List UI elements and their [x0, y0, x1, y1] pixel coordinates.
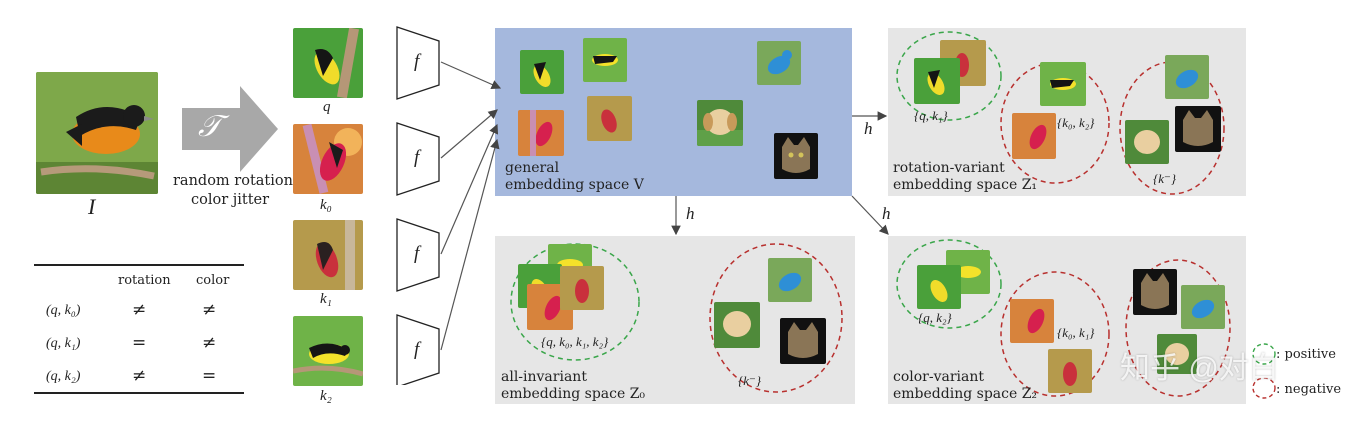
table-header-color: color	[196, 273, 230, 288]
col-group-positive: {q, k₂}	[918, 310, 952, 325]
inv-thumb-bluebird	[768, 258, 812, 302]
inv-thumb-dog	[714, 302, 760, 348]
embedding-thumb-k1	[587, 96, 632, 141]
rot-thumb-bluebird	[1165, 55, 1209, 99]
rot-group-positive: {q, k₁}	[914, 108, 948, 123]
table-cell: ≠	[202, 333, 217, 353]
embedding-thumb-cat	[774, 133, 818, 179]
table-cell: =	[202, 366, 217, 386]
projection-label-rotation: h	[864, 119, 873, 138]
embedding-thumb-k0	[518, 110, 564, 156]
rotation-space-title-2: embedding space Z₁	[893, 177, 1038, 193]
rotation-space-title-1: rotation-variant	[893, 160, 1005, 176]
view-label-q: q	[323, 99, 331, 115]
rotation-space-rings	[896, 31, 1225, 195]
encoder-label-k1: f	[414, 243, 420, 264]
col-group-k01: {k₀, k₁}	[1057, 325, 1095, 340]
projection-label-invariant: h	[686, 204, 695, 223]
view-label-k0: k₀	[320, 197, 332, 213]
input-bird-image	[36, 72, 158, 194]
table-row-pair: (q, k₁)	[46, 336, 81, 351]
input-image-label: I	[88, 194, 96, 219]
table-row-pair: (q, k₀)	[46, 303, 81, 318]
encoder-label-k0: f	[414, 147, 420, 168]
watermark: 知乎 @对白	[1120, 352, 1279, 385]
invariant-space-title-1: all-invariant	[501, 369, 587, 385]
embedding-thumb-dog	[697, 100, 743, 146]
legend-positive: : positive	[1276, 347, 1336, 362]
rot-thumb-cat	[1175, 106, 1221, 152]
embedding-thumb-k2	[583, 38, 627, 82]
transform-symbol: 𝒯	[198, 110, 221, 143]
table-row-pair: (q, k₂)	[46, 369, 81, 384]
embedding-thumb-q	[520, 50, 564, 94]
encoder-label-q: f	[414, 51, 420, 72]
table-cell: ≠	[132, 300, 147, 320]
embedding-thumb-bluebird	[757, 41, 801, 85]
legend-rings	[1252, 343, 1276, 399]
col-thumb-dog	[1157, 334, 1197, 374]
general-space-title-2: embedding space V	[505, 177, 644, 193]
inv-group-negative: {k⁻}	[738, 373, 762, 388]
transform-arrow	[182, 86, 278, 172]
invariant-space-rings	[510, 243, 843, 393]
color-space-rings	[896, 239, 1231, 397]
inv-thumb-cat	[780, 318, 826, 364]
rot-thumb-dog	[1125, 120, 1169, 164]
view-label-k1: k₁	[320, 291, 332, 307]
rot-thumb-k2	[1040, 62, 1086, 106]
inv-group-positive: {q, k₀, k₁, k₂}	[541, 334, 609, 349]
projection-label-color: h	[882, 204, 891, 223]
table-bottom-rule	[34, 392, 244, 394]
transform-caption-1: random rotation	[173, 173, 293, 189]
table-cell: ≠	[132, 366, 147, 386]
encoder-shapes	[396, 26, 440, 385]
invariant-space-title-2: embedding space Z₀	[501, 386, 646, 402]
view-k2-image	[293, 316, 363, 386]
view-q-image	[293, 28, 363, 98]
legend-negative: : negative	[1276, 382, 1342, 397]
color-space-title-2: embedding space Z₂	[893, 386, 1038, 402]
col-thumb-q	[917, 265, 961, 309]
encoder-label-k2: f	[414, 339, 420, 360]
col-thumb-k1	[1048, 349, 1092, 393]
table-header-rotation: rotation	[118, 273, 171, 288]
rot-group-k02: {k₀, k₂}	[1057, 115, 1095, 130]
table-top-rule	[34, 264, 244, 266]
rot-group-negative: {k⁻}	[1153, 171, 1177, 186]
general-space-title-1: general	[505, 160, 560, 176]
view-k1-image	[293, 220, 363, 290]
table-cell: ≠	[202, 300, 217, 320]
rot-thumb-q	[914, 58, 960, 104]
rot-thumb-k0	[1012, 113, 1056, 159]
view-k0-image	[293, 124, 363, 194]
transform-caption-2: color jitter	[191, 192, 270, 208]
col-thumb-k0	[1010, 299, 1054, 343]
view-label-k2: k₂	[320, 388, 332, 404]
inv-thumb-k1	[560, 266, 604, 310]
color-space-title-1: color-variant	[893, 369, 985, 385]
table-cell: =	[132, 333, 147, 353]
col-thumb-bluebird	[1181, 285, 1225, 329]
col-thumb-cat	[1133, 269, 1177, 315]
